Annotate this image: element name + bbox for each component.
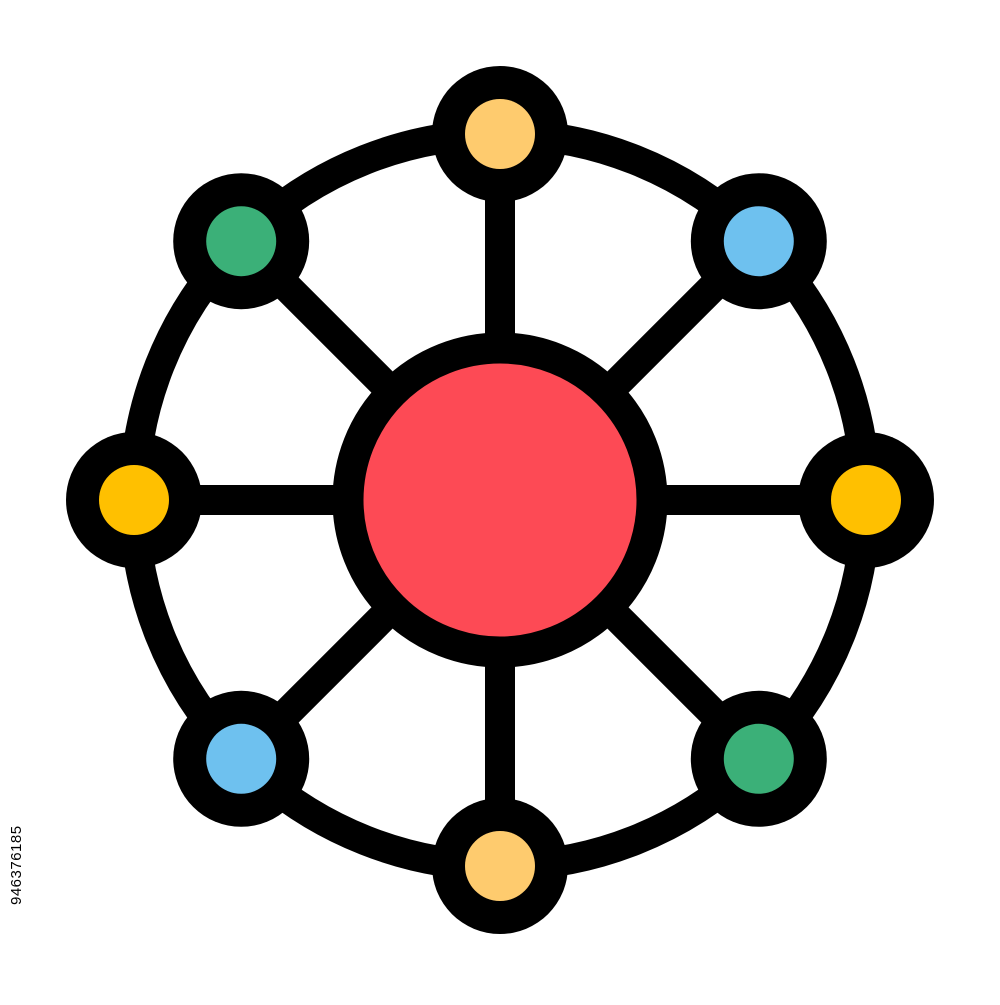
central-hub-circle bbox=[332, 332, 668, 668]
node-top bbox=[465, 99, 535, 169]
node-bottom-left bbox=[206, 723, 277, 794]
outer-nodes bbox=[66, 66, 934, 934]
node-bottom-right bbox=[723, 723, 794, 794]
stock-id-text: 946376185 bbox=[8, 825, 25, 905]
node-bottom bbox=[465, 831, 535, 901]
node-left bbox=[99, 465, 169, 535]
node-right bbox=[831, 465, 901, 535]
node-top-right bbox=[723, 206, 794, 277]
node-top-left bbox=[206, 206, 277, 277]
